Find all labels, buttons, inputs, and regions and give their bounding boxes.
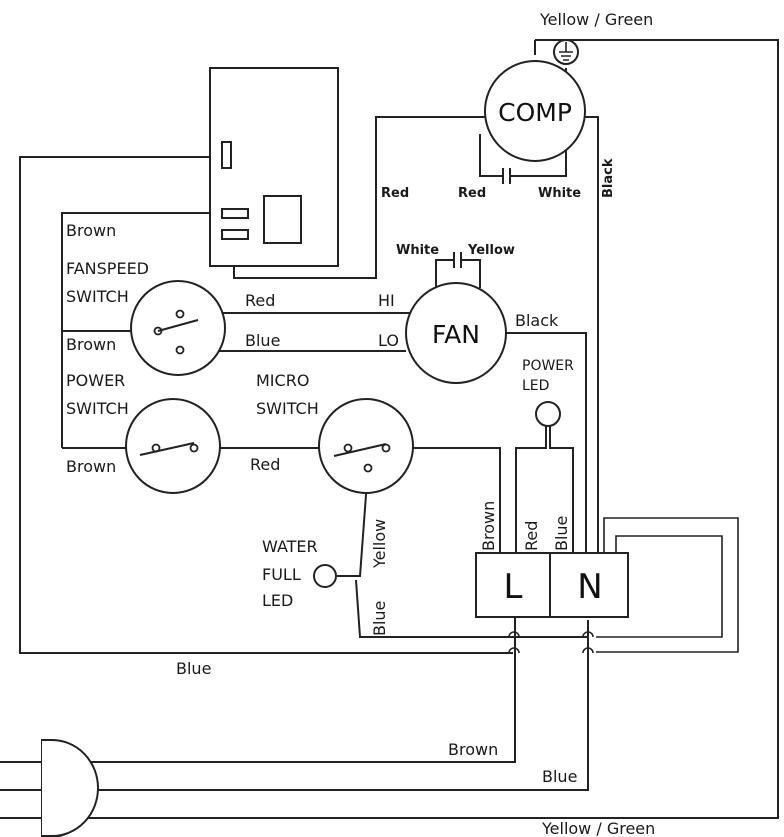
compressor: COMP [484,39,586,184]
label-fanspeed-red: Red [245,291,275,310]
control-board [209,67,339,267]
terminal-l-label: L [504,567,523,607]
power-contact-2 [189,443,199,453]
ground-icon-lines [559,42,573,61]
label-fan-lo: LO [378,331,399,350]
n-bridge-outer [596,517,739,653]
micro-contact-1 [343,443,353,453]
micro-lever [333,443,387,457]
fanspeed-contact-lo [175,345,185,355]
terminal-block: L N [475,552,629,654]
fan-cap-wire [435,259,481,288]
micro-switch [318,398,414,494]
micro-switch-body [318,398,414,494]
outer-blue-wire [19,156,513,654]
comp-black-wire [580,116,599,553]
label-comp-black: Black [601,158,616,198]
plug-blue-wire [84,620,589,791]
earth-wire [50,39,779,819]
label-yellow-green-top: Yellow / Green [539,10,653,29]
comp-capacitor-icon [502,168,511,184]
power-led [535,401,561,427]
label-micro-switch-1: MICRO [256,371,309,390]
board-connector-2 [221,208,249,219]
fan-black-wire [506,332,587,553]
label-brown-relay: Brown [66,221,116,240]
power-lever [139,442,195,456]
fanspeed-contact-hi [175,309,185,319]
comp-cap-wire [479,134,567,177]
fanspeed-lever [157,319,199,332]
label-power-brown: Brown [66,457,116,476]
label-fan-black: Black [515,311,559,330]
board-connector-3 [221,229,249,240]
power-switch-body [125,398,221,494]
label-micro-yellow: Yellow [370,519,389,569]
power-led-blue-wire [549,426,574,553]
terminal-block-body [475,552,629,618]
label-power-switch-1: POWER [66,371,125,390]
label-led-blue: Blue [370,601,389,636]
label-l-brown: Brown [479,501,498,551]
wire-crossings [508,631,594,654]
n-bridge-inner [596,535,723,638]
label-micro-red: Red [250,455,280,474]
label-power-led-2: LED [522,378,549,394]
compressor-label: COMP [498,98,572,127]
micro-contact-3 [363,463,373,473]
label-plug-brown: Brown [448,740,498,759]
plug-brown-wire [84,617,516,763]
board-connector-1 [221,141,232,169]
fan-body [405,282,507,384]
label-water-2: FULL [262,565,301,584]
label-fanspeed-blue: Blue [245,331,280,350]
micro-yellow-wire [337,467,369,577]
label-outer-blue: Blue [176,659,211,678]
board-relay [263,195,302,244]
label-comp-cap-red: Red [458,186,486,201]
water-full-led [313,564,337,588]
fan-capacitor-icon [453,252,462,268]
label-power-led-red: Red [522,521,541,551]
label-fan-hi: HI [378,291,395,310]
label-plug-blue: Blue [542,767,577,786]
label-comp-red: Red [381,186,409,201]
compressor-body [484,60,586,162]
label-power-switch-2: SWITCH [66,399,129,418]
relay-brown-wire [61,212,222,448]
fan-motor: FAN [405,252,507,384]
label-fan-cap-white: White [396,243,439,258]
label-water-1: WATER [262,537,318,556]
label-micro-switch-2: SWITCH [256,399,319,418]
fanspeed-switch [130,280,226,376]
label-water-3: LED [262,591,293,610]
label-yellow-green-bottom: Yellow / Green [541,819,655,837]
label-power-led-blue: Blue [552,516,571,551]
label-power-led-1: POWER [522,358,574,374]
power-led-red-wire [515,426,547,553]
label-fanspeed-1: FANSPEED [66,259,149,278]
plug-pins [0,761,42,819]
fan-label: FAN [432,320,480,349]
plug-outline [42,739,99,837]
label-fan-cap-yellow: Yellow [467,243,515,258]
label-comp-cap-white: White [538,186,581,201]
micro-brown-wire [372,447,501,553]
terminal-n-label: N [577,567,602,607]
label-fanspeed-2: SWITCH [66,287,129,306]
label-fanspeed-brown: Brown [66,335,116,354]
labels: Yellow / Green Yellow / Green Red Red Wh… [66,10,655,837]
power-switch [125,398,221,494]
fanspeed-switch-body [130,280,226,376]
